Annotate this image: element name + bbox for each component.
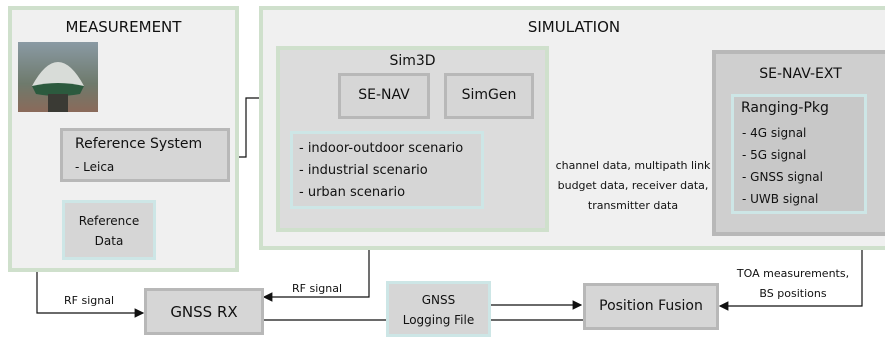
measurement-title: MEASUREMENT (65, 18, 182, 36)
gnss-rx-label: GNSS RX (170, 303, 238, 321)
ranging-pkg-box: Ranging-Pkg - 4G signal - 5G signal - GN… (731, 94, 867, 214)
se-nav-box: SE-NAV (338, 73, 430, 119)
scenario-item: - industrial scenario (299, 163, 428, 178)
scenarios-box: - indoor-outdoor scenario - industrial s… (290, 131, 484, 209)
toa-line: BS positions (759, 287, 827, 300)
antenna-photo (18, 42, 98, 112)
scenario-item: - urban scenario (299, 185, 406, 200)
rf-signal-left-label: RF signal (64, 294, 115, 307)
reference-system-title: Reference System (75, 136, 203, 152)
ranging-item: - 4G signal (742, 126, 807, 140)
se-nav-label: SE-NAV (358, 87, 410, 103)
reference-system-item: - Leica (75, 160, 115, 174)
simulation-title: SIMULATION (527, 18, 621, 36)
antenna-icon (32, 62, 84, 112)
rf-signal-mid-label: RF signal (292, 282, 343, 295)
channel-data-line: budget data, receiver data, (557, 179, 709, 192)
channel-data-line: transmitter data (587, 199, 679, 212)
logging-file-box: GNSS Logging File (386, 281, 491, 337)
reference-data-line1: Reference (78, 214, 140, 228)
simgen-box: SimGen (444, 73, 534, 119)
simgen-label: SimGen (461, 87, 517, 103)
ranging-item: - 5G signal (742, 148, 807, 162)
toa-label: TOA measurements, BS positions (728, 264, 858, 304)
reference-system-box: Reference System - Leica (60, 128, 230, 182)
logging-file-line1: GNSS (421, 293, 456, 307)
ranging-item: - UWB signal (742, 192, 819, 206)
ranging-pkg-title: Ranging-Pkg (741, 100, 829, 116)
ranging-item: - GNSS signal (742, 170, 823, 184)
scenario-item: - indoor-outdoor scenario (299, 141, 464, 156)
toa-line: TOA measurements, (736, 267, 850, 280)
channel-data-line: channel data, multipath link (555, 159, 711, 172)
sim3d-to-gnss-rx-arrow (262, 232, 370, 302)
sim3d-title: Sim3D (389, 53, 436, 69)
ext-to-fusion-arrow (718, 236, 863, 311)
position-fusion-label: Position Fusion (599, 298, 703, 314)
gnss-rx-box: GNSS RX (144, 288, 264, 335)
logging-file-line2: Logging File (402, 313, 475, 327)
position-fusion-box: Position Fusion (583, 283, 719, 330)
se-nav-ext-title: SE-NAV-EXT (759, 66, 842, 82)
reference-data-line2: Data (94, 234, 124, 248)
reference-data-box: Reference Data (62, 200, 156, 260)
channel-data-label: channel data, multipath link budget data… (548, 156, 718, 216)
